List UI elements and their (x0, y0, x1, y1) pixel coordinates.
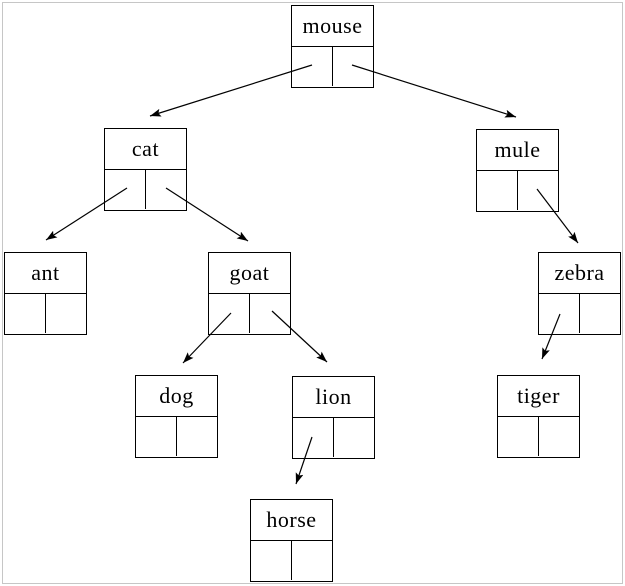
node-zebra-right-pointer-cell (580, 294, 620, 333)
node-lion: lion (292, 376, 375, 459)
node-dog-label: dog (136, 376, 217, 417)
node-cat-pointers (105, 170, 186, 209)
node-zebra-left-pointer-cell (539, 294, 580, 333)
node-mouse-left-pointer-cell (292, 47, 333, 86)
node-cat-left-pointer-cell (105, 170, 146, 209)
node-horse: horse (250, 499, 333, 582)
node-dog-right-pointer-cell (177, 417, 217, 456)
node-cat-label: cat (105, 129, 186, 170)
node-goat-right-pointer-cell (250, 294, 290, 333)
node-ant-label: ant (5, 253, 86, 294)
node-mouse-label: mouse (292, 6, 373, 47)
node-goat-left-pointer-cell (209, 294, 250, 333)
node-mule-right-pointer-cell (518, 171, 558, 210)
node-ant-right-pointer-cell (46, 294, 86, 333)
node-goat-label: goat (209, 253, 290, 294)
node-dog-left-pointer-cell (136, 417, 177, 456)
node-mule-left-pointer-cell (477, 171, 518, 210)
node-goat-pointers (209, 294, 290, 333)
node-cat: cat (104, 128, 187, 211)
node-tiger-right-pointer-cell (539, 417, 579, 456)
edge-mouse-left-cat (149, 64, 313, 117)
node-ant-left-pointer-cell (5, 294, 46, 333)
node-ant-pointers (5, 294, 86, 333)
edge-mouse-right-mule (351, 64, 517, 118)
node-zebra-pointers (539, 294, 620, 333)
node-horse-pointers (251, 541, 332, 580)
node-tiger: tiger (497, 375, 580, 458)
node-tiger-label: tiger (498, 376, 579, 417)
node-zebra-label: zebra (539, 253, 620, 294)
node-mouse-right-pointer-cell (333, 47, 373, 86)
node-dog: dog (135, 375, 218, 458)
node-mule: mule (476, 129, 559, 212)
node-lion-right-pointer-cell (334, 418, 374, 457)
node-dog-pointers (136, 417, 217, 456)
node-tiger-pointers (498, 417, 579, 456)
node-ant: ant (4, 252, 87, 335)
node-lion-label: lion (293, 377, 374, 418)
node-goat: goat (208, 252, 291, 335)
node-mule-label: mule (477, 130, 558, 171)
node-mule-pointers (477, 171, 558, 210)
node-mouse: mouse (291, 5, 374, 88)
node-lion-left-pointer-cell (293, 418, 334, 457)
node-horse-left-pointer-cell (251, 541, 292, 580)
node-horse-right-pointer-cell (292, 541, 332, 580)
node-mouse-pointers (292, 47, 373, 86)
node-tiger-left-pointer-cell (498, 417, 539, 456)
node-horse-label: horse (251, 500, 332, 541)
node-cat-right-pointer-cell (146, 170, 186, 209)
node-zebra: zebra (538, 252, 621, 335)
node-lion-pointers (293, 418, 374, 457)
